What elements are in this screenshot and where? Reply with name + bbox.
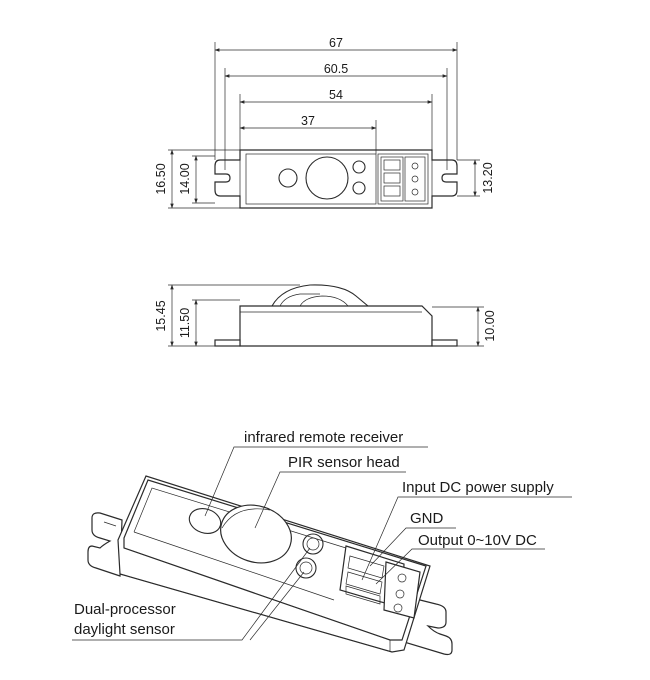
leader-daylight-2 [249,571,305,641]
terminal-panel [377,153,429,205]
iso-daylight-sensor-1 [302,533,324,555]
pir-head-top [305,156,349,200]
dim-67: 67 [329,36,343,50]
leader-daylight-1 [72,547,311,641]
dim-10-00: 10.00 [483,310,497,341]
dim-60-5: 60.5 [324,62,348,76]
dim-15-45: 15.45 [154,300,168,331]
top-view-outline [214,149,458,209]
label-output: Output 0~10V DC [418,532,537,549]
label-daylight-line2: daylight sensor [74,621,175,638]
top-view: 67 60.5 54 37 16.50 14.00 13.20 [154,36,495,209]
dim-37: 37 [301,114,315,128]
label-gnd: GND [410,510,444,527]
dim-54: 54 [329,88,343,102]
daylight-sensor-top-2 [352,181,366,195]
label-daylight-line1: Dual-processor [74,601,176,618]
dim-13-20: 13.20 [481,162,495,193]
ir-receiver-top [278,168,298,188]
leader-gnd [369,527,456,567]
dim-11-50: 11.50 [178,308,192,338]
dim-14-00: 14.00 [178,163,192,194]
iso-daylight-sensor-2 [295,557,317,579]
isometric-view: infrared remote receiver PIR sensor head… [72,429,572,656]
leader-pir [254,471,406,529]
iso-ir-receiver [188,508,222,534]
side-view-body [239,305,433,347]
dim-16-50: 16.50 [154,163,168,194]
sensor-panel [245,153,377,205]
leader-output [375,548,545,585]
iso-pir-dome [220,504,292,564]
leader-input [361,496,572,581]
daylight-sensor-top-1 [352,160,366,174]
label-ir-receiver: infrared remote receiver [244,429,403,446]
side-view: 15.45 11.50 10.00 [154,284,497,347]
label-input-dc: Input DC power supply [402,479,554,496]
pir-dome-side [271,284,369,307]
leader-ir [204,446,428,517]
iso-left-tab [87,512,123,577]
label-pir-head: PIR sensor head [288,454,400,471]
